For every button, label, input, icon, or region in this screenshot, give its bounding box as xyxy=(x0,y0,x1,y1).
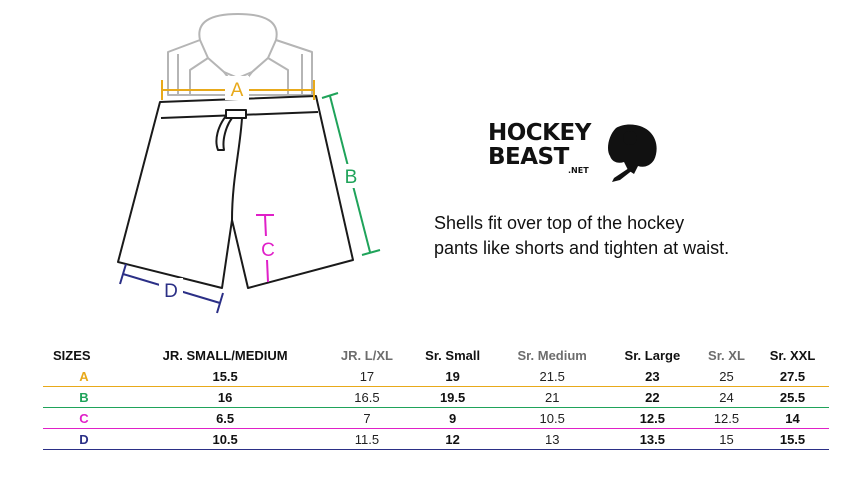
size-value: 13 xyxy=(544,431,560,447)
size-value: 16 xyxy=(217,389,233,405)
label-a: A xyxy=(231,80,244,101)
row-label: A xyxy=(79,368,89,384)
header-sr-large: Sr. Large xyxy=(624,347,681,363)
table-row: C 6.5 7 9 10.5 12.5 12.5 14 xyxy=(43,408,829,429)
header-jr-l-xl: JR. L/XL xyxy=(340,347,393,363)
size-value: 10.5 xyxy=(539,410,565,426)
size-value: 12.5 xyxy=(639,410,666,426)
size-value: 21.5 xyxy=(539,368,565,384)
size-value: 22 xyxy=(645,389,660,405)
header-sizes: SIZES xyxy=(53,347,91,363)
size-value: 7 xyxy=(363,410,371,426)
header-sr-small: Sr. Small xyxy=(425,347,481,363)
row-label: D xyxy=(79,431,89,447)
row-label: C xyxy=(79,410,89,426)
shell-diagram: A B C D xyxy=(117,13,381,314)
logo-line1: HOCKEY xyxy=(488,120,591,146)
size-value: 19.5 xyxy=(439,389,466,405)
size-value: 24 xyxy=(719,389,734,405)
size-value: 21 xyxy=(544,389,560,405)
size-value: 16.5 xyxy=(354,389,380,405)
beast-player-icon xyxy=(608,124,657,182)
size-value: 17 xyxy=(359,368,375,384)
logo-line3: .NET xyxy=(568,166,589,175)
hockeybeast-logo: HOCKEY BEAST .NET xyxy=(488,120,663,190)
size-value: 15.5 xyxy=(779,431,806,447)
table-row: A 15.5 17 19 21.5 23 25 27.5 xyxy=(43,366,829,387)
jersey-outline xyxy=(167,13,313,96)
size-value: 15.5 xyxy=(212,368,238,384)
size-value: 14 xyxy=(785,410,800,426)
logo-line2: BEAST xyxy=(488,144,569,170)
size-value: 12.5 xyxy=(713,410,740,426)
size-value: 27.5 xyxy=(779,368,806,384)
header-sr-medium: Sr. Medium xyxy=(517,347,587,363)
size-value: 12 xyxy=(445,431,460,447)
size-value: 25 xyxy=(719,368,734,384)
header-sr-xl: Sr. XL xyxy=(708,347,745,363)
label-c: C xyxy=(261,240,275,261)
label-d: D xyxy=(164,281,178,302)
table-header-row: SIZES JR. SMALL/MEDIUM JR. L/XL Sr. Smal… xyxy=(43,344,829,366)
row-label: B xyxy=(79,389,89,405)
description-line2: pants like shorts and tighten at waist. xyxy=(434,238,730,258)
size-value: 10.5 xyxy=(212,431,238,447)
fit-description: Shells fit over top of the hockey pants … xyxy=(434,211,834,261)
description-line1: Shells fit over top of the hockey xyxy=(434,213,685,233)
label-b: B xyxy=(345,167,358,188)
table-row: D 10.5 11.5 12 13 13.5 15 15.5 xyxy=(43,429,829,450)
size-value: 23 xyxy=(645,368,660,384)
size-value: 15 xyxy=(719,431,734,447)
header-jr-small-medium: JR. SMALL/MEDIUM xyxy=(162,347,288,363)
size-table: SIZES JR. SMALL/MEDIUM JR. L/XL Sr. Smal… xyxy=(43,344,829,450)
size-value: 6.5 xyxy=(216,410,235,426)
table-row: B 16 16.5 19.5 21 22 24 25.5 xyxy=(43,387,829,408)
header-sr-xxl: Sr. XXL xyxy=(769,347,816,363)
size-value: 13.5 xyxy=(639,431,666,447)
size-value: 19 xyxy=(445,368,460,384)
size-value: 25.5 xyxy=(779,389,806,405)
size-value: 11.5 xyxy=(354,431,380,447)
size-value: 9 xyxy=(449,410,457,426)
shorts-outline xyxy=(117,95,354,289)
